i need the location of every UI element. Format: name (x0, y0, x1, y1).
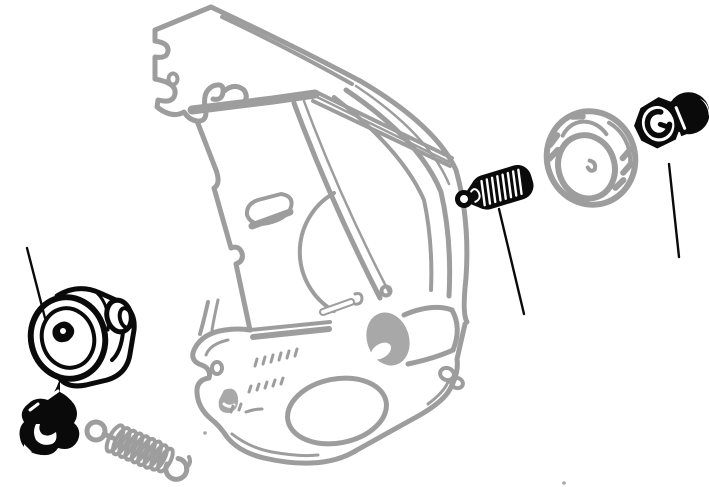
compression-spring (455, 164, 534, 210)
compression-spring-tip-curl (470, 188, 481, 203)
lever-fork-notch (34, 424, 57, 445)
housing-mouth-opening (285, 375, 389, 447)
cam-lever-assembly (19, 286, 137, 456)
housing-mounting-hole (166, 71, 180, 87)
compression-spring-coil-gaps (480, 168, 523, 207)
housing-beam-shadow (187, 89, 320, 115)
housing-bowl-inner-rim-right (426, 380, 450, 406)
housing-bowl-left-line-2 (210, 298, 220, 332)
housing-knob-2 (449, 375, 465, 391)
cap-nut-thread-swirl (644, 108, 673, 139)
lever-arm-slit-1 (46, 389, 60, 400)
cap-nut (634, 92, 709, 149)
housing-ear-hole-kidney (218, 388, 239, 413)
lever-arm-fork (19, 378, 80, 456)
lever-arm-slit-2 (28, 402, 40, 412)
housing-rail-inner (315, 95, 451, 164)
lever-fork-tip-face (24, 444, 32, 452)
housing-bowl-outline (190, 321, 468, 466)
lever-boss-cap (117, 306, 135, 330)
compression-spring-body (470, 164, 534, 210)
housing-speck-1 (562, 481, 566, 485)
housing-support-leg-inner (302, 99, 392, 296)
cap-nut-seam (674, 106, 687, 130)
collar-ring-opening (555, 132, 618, 202)
extension-spring-left-hook (84, 419, 108, 443)
collar-ring (543, 108, 639, 208)
housing-rail-top (314, 90, 454, 160)
housing-support-leg-edge (291, 100, 383, 301)
leader-line-cam-lever-assembly (25, 246, 47, 320)
housing-right-rib-3 (354, 84, 451, 186)
extension-spring-right-hook (163, 456, 190, 482)
collar-ring-back-rim (560, 119, 609, 138)
housing-bowl-ledge-shadow (250, 326, 332, 340)
collar-ring-center-hook (585, 158, 598, 173)
housing-bowl-inner-rim-bottom (230, 432, 320, 458)
compression-spring-tip-eye (455, 190, 473, 208)
housing-bowl-ledge-top (248, 320, 332, 332)
leader-lines (25, 162, 681, 320)
housing-boss-cap (449, 307, 460, 353)
housing-scallop-1 (194, 82, 226, 124)
cap-nut-dome-highlight (699, 98, 709, 117)
housing-plateau-shadow (248, 208, 294, 230)
housing-left-edge (194, 118, 253, 333)
housing-boss-top (401, 304, 455, 318)
housing-bowl-left-line-1 (198, 300, 210, 336)
housing-bore-highlight (370, 342, 392, 360)
housing-fan-arc (297, 191, 336, 313)
housing-pin-detail (379, 284, 393, 298)
collar-ring-right-rim (606, 120, 633, 165)
housing-boss-bottom (405, 347, 456, 367)
housing-right-rib-2 (332, 95, 434, 292)
lever-face-hole-highlight (60, 328, 66, 334)
housing-vent-slot-inner (321, 300, 353, 314)
leader-line-compression-spring (497, 207, 526, 316)
lever-face-inner (39, 306, 97, 370)
housing-hook-detail (353, 292, 364, 306)
leader-line-cap-nut (667, 162, 681, 259)
cap-nut-thread-tick (657, 121, 669, 129)
housing-hatch-ticks (229, 347, 299, 414)
housing-speck-2 (203, 431, 207, 435)
housing-top-bracket (152, 4, 214, 124)
extension-spring-right-hook-tip (184, 455, 192, 470)
extension-spring (84, 419, 192, 482)
backplate-housing (152, 4, 566, 485)
housing-ear-hole-small (210, 360, 224, 376)
housing-bowl-inner-rim-left (204, 338, 230, 357)
housing-right-rib-1 (343, 87, 453, 299)
housing-beam-inner-line (220, 15, 354, 86)
extension-spring-coils (104, 423, 175, 474)
collar-ring-slots (546, 113, 634, 191)
housing-rail-bottom (311, 99, 452, 168)
